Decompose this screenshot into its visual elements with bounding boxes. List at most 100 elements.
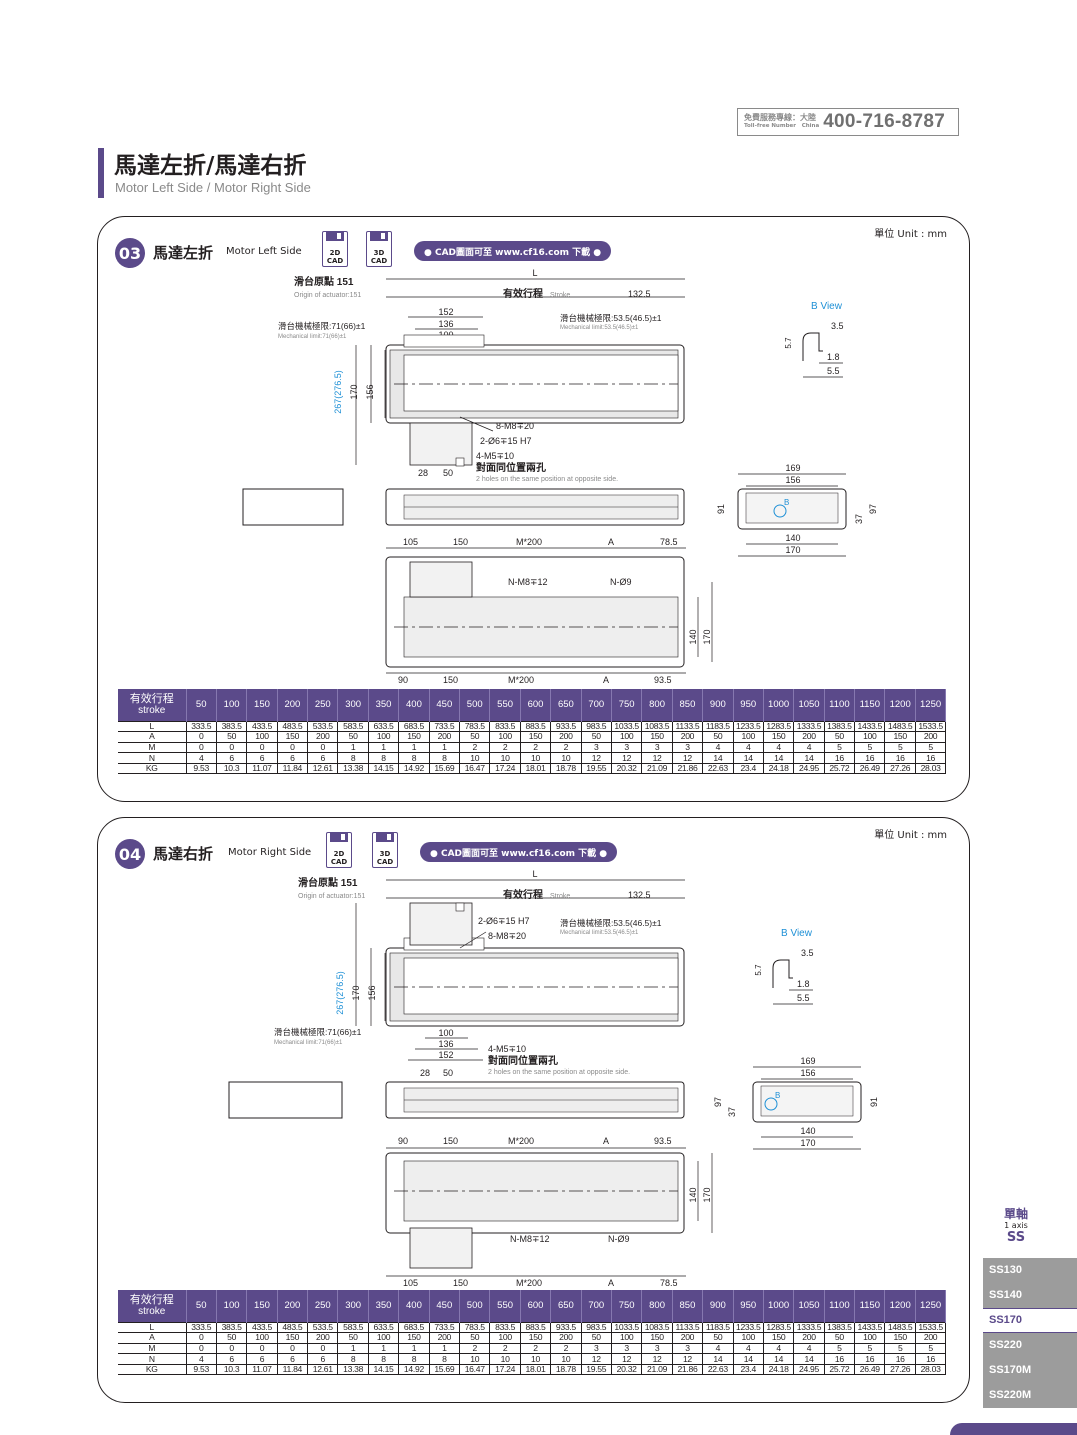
dim-B: B — [784, 498, 789, 507]
stroke-value: 750 — [611, 1290, 643, 1322]
dim-n9: N-Ø9 — [608, 1234, 630, 1244]
table-cell: 150 — [641, 731, 673, 743]
table-cell: 0 — [185, 731, 217, 743]
dim-d28: 28 — [418, 468, 428, 478]
table-cell: 150 — [519, 1332, 552, 1344]
table-cell: 8 — [367, 1353, 400, 1365]
table-cell: 50 — [823, 731, 856, 743]
table-cell: 150 — [641, 1332, 673, 1344]
dim-bA: A — [603, 1136, 609, 1146]
model-tab-ss220[interactable]: SS220 — [983, 1333, 1077, 1358]
table-cell: 8 — [337, 752, 369, 764]
table-cell: 200 — [550, 1332, 582, 1344]
model-tab-ss140[interactable]: SS140 — [983, 1283, 1077, 1308]
dim-t105: 105 — [403, 1278, 418, 1288]
stroke-value: 50 — [186, 1290, 217, 1322]
table-cell: 2 — [489, 1342, 521, 1355]
stroke-value: 1100 — [824, 689, 856, 721]
table-cell: 18.78 — [550, 1363, 582, 1376]
table-cell: 12 — [610, 1353, 643, 1365]
dim-b150: 150 — [443, 1136, 458, 1146]
table-cell: 15.69 — [428, 1363, 461, 1376]
table-cell: 16.47 — [459, 762, 491, 775]
table-cell: 1333.5 — [793, 720, 825, 733]
dim-t150: 150 — [453, 537, 468, 547]
table-cell: 5 — [884, 1342, 916, 1355]
table-cell: 16 — [914, 752, 947, 764]
model-tab-ss170m[interactable]: SS170M — [983, 1358, 1077, 1383]
table-cell: 1283.5 — [762, 720, 795, 733]
model-tab-ss130[interactable]: SS130 — [983, 1258, 1077, 1283]
table-cell: 50 — [459, 1332, 491, 1344]
table-cell: 50 — [459, 731, 491, 743]
stroke-value: 450 — [429, 1290, 461, 1322]
table-cell: 27.26 — [884, 762, 916, 775]
hotline-number[interactable]: 400-716-8787 — [823, 111, 946, 132]
table-cell: 1 — [337, 741, 369, 754]
table-cell: 150 — [762, 731, 795, 743]
table-cell: 150 — [276, 1332, 309, 1344]
table-cell: 12 — [580, 1353, 612, 1365]
stroke-value: 1200 — [884, 1290, 916, 1322]
table-cell: 14.15 — [367, 1363, 400, 1376]
table-cell: 1 — [428, 1342, 461, 1355]
dim-bM200: M*200 — [508, 675, 534, 685]
table-cell: 14 — [793, 752, 825, 764]
table-cell: 0 — [246, 1342, 278, 1355]
stroke-value: 1150 — [854, 689, 886, 721]
stroke-value: 400 — [398, 1290, 430, 1322]
stroke-header-cn: 有效行程 — [129, 692, 174, 705]
table-cell: 100 — [246, 731, 278, 743]
dim-origin_cn: 滑台原點 151 — [298, 876, 358, 889]
row-label: L — [118, 1321, 187, 1334]
cad-download-link[interactable]: ● CAD圖面可至 www.cf16.com 下載 ● — [414, 241, 612, 261]
table-cell: 333.5 — [185, 720, 217, 733]
stroke-value: 750 — [611, 689, 643, 721]
table-cell: 16 — [823, 1353, 856, 1365]
table-cell: 13.38 — [337, 762, 369, 775]
table-cell: 1083.5 — [641, 720, 673, 733]
table-cell: 10 — [489, 1353, 521, 1365]
table-cell: 200 — [793, 1332, 825, 1344]
table-cell: 23.4 — [732, 762, 764, 775]
model-tab-ss170[interactable]: SS170 — [983, 1308, 1077, 1333]
stroke-value: 950 — [733, 689, 764, 721]
dim-d50: 50 — [443, 468, 453, 478]
table-cell: 6 — [276, 1353, 309, 1365]
table-cell: 16.47 — [459, 1363, 491, 1376]
stroke-value: 1250 — [915, 689, 947, 721]
row-label: A — [118, 731, 187, 743]
table-cell: 12 — [641, 1353, 673, 1365]
table-cell: 12.61 — [307, 762, 339, 775]
stroke-value: 700 — [581, 1290, 612, 1322]
table-cell: 4 — [702, 741, 734, 754]
table-cell: 14.92 — [398, 1363, 430, 1376]
table-cell: 10 — [550, 752, 582, 764]
table-cell: 3 — [641, 1342, 673, 1355]
table-cell: 150 — [519, 731, 552, 743]
model-tab-ss220m[interactable]: SS220M — [983, 1383, 1077, 1408]
dim-limit_r_cn: 滑台機械極限:53.5(46.5)±1 — [560, 918, 662, 928]
table-cell: 150 — [276, 731, 309, 743]
dim-e169: 169 — [785, 463, 800, 473]
cad-download-link[interactable]: ● CAD圖面可至 www.cf16.com 下載 ● — [420, 842, 618, 862]
section-title: 馬達右折 — [153, 845, 214, 863]
dim-e156: 156 — [785, 475, 800, 485]
table-cell: 10 — [519, 1353, 552, 1365]
table-cell: 19.55 — [580, 1363, 612, 1376]
table-cell: 14 — [732, 1353, 764, 1365]
section-title-en: Motor Left Side — [226, 246, 302, 257]
table-cell: 1 — [398, 1342, 430, 1355]
cad-2d-sub: CAD — [326, 257, 344, 265]
table-cell: 2 — [459, 1342, 491, 1355]
